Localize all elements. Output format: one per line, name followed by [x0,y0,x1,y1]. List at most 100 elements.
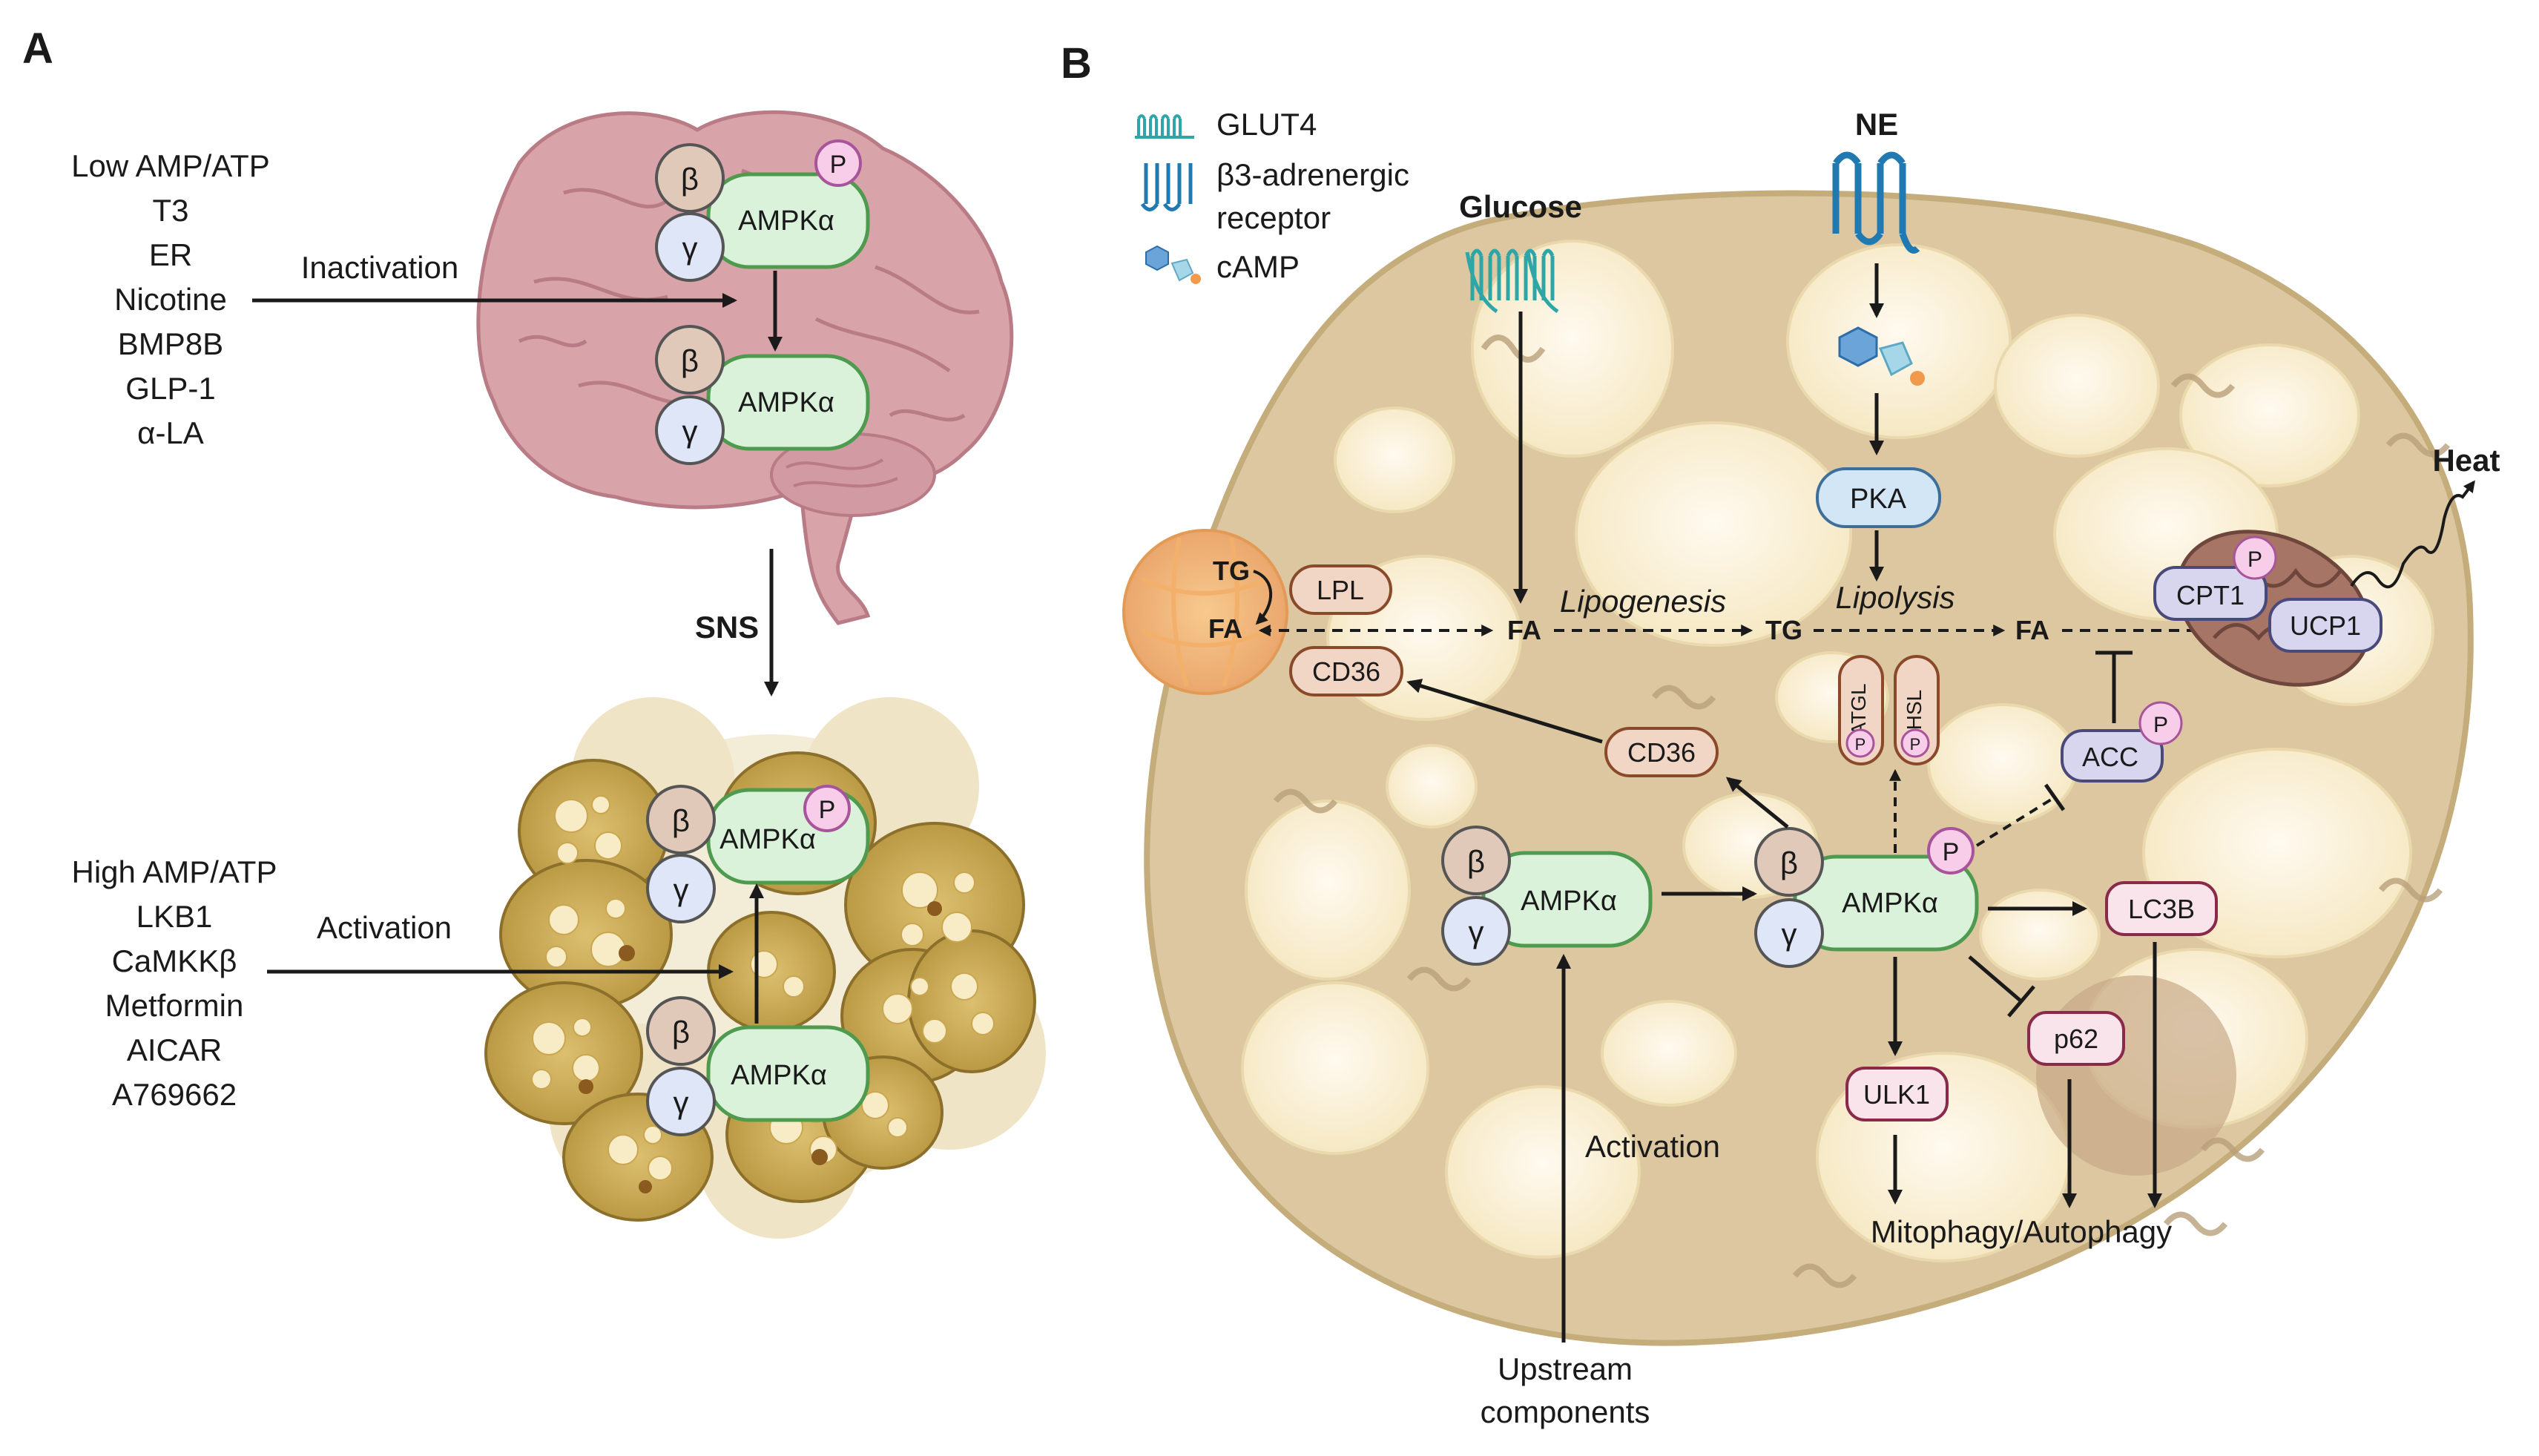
tg-label: TG [1765,615,1802,645]
ampk-alpha-label: AMPKα [738,387,834,418]
gamma-label: γ [674,1085,689,1120]
activator-item: High AMP/ATP [72,854,277,889]
panel-a-label: A [22,24,53,73]
ne-label: NE [1855,107,1898,142]
phospho-label: P [1943,838,1960,866]
brown-adipose-cluster-icon [484,697,1046,1239]
beta-label: β [1467,844,1485,879]
beta3-adrenergic-receptor-icon [1832,151,1920,254]
ampk-to-cd36-arrow [1725,777,1789,829]
fa-label: FA [1507,615,1541,645]
ampk-alpha-label: AMPKα [1842,888,1938,919]
acc-label: ACC [2082,742,2138,772]
cd36-label: CD36 [1312,656,1380,687]
cd36-translocation-arrow [1406,679,1603,744]
adipose-ampk-inactive: β γ AMPKα [646,996,870,1136]
lipoprotein-vesicle-icon [1122,529,1288,695]
activator-item: LKB1 [136,899,213,934]
activator-list: High AMP/ATP LKB1 CaMKKβ Metformin AICAR… [72,854,277,1112]
heat-wave-arrow [2350,480,2475,589]
beta-label: β [681,343,699,378]
ulk1-protein: ULK1 [1845,1067,1949,1121]
lc3b-label: LC3B [2128,894,2195,924]
adipose-ampk-active: β γ P AMPKα [646,785,870,923]
lpl-protein: LPL [1289,564,1392,615]
pka-protein: PKA [1816,467,1941,528]
ampk-alpha-label: AMPKα [719,824,816,855]
inhibitor-item: α-LA [137,415,204,450]
beta-label: β [672,803,690,838]
pka-label: PKA [1850,484,1907,515]
beta3-receptor-icon [1140,163,1193,211]
cell-ampk-active: β γ P AMPKα [1754,827,1979,968]
mitophagy-label: Mitophagy/Autophagy [1871,1214,2172,1249]
legend-camp: cAMP [1216,249,1300,284]
ampk-alpha-label: AMPKα [731,1060,827,1091]
lipolysis-label: Lipolysis [1835,580,1955,615]
tg-to-fa-arrow [1253,570,1273,625]
tg-label: TG [1213,556,1250,586]
legend: GLUT4 β3-adrenergic receptor cAMP [1135,107,1409,284]
gamma-label: γ [682,414,698,449]
inhibitor-list: Low AMP/ATP T3 ER Nicotine BMP8B GLP-1 α… [71,148,270,450]
gamma-label: γ [1782,917,1797,952]
ampk-alpha-label: AMPKα [738,205,834,237]
acc-inhibition-bar [2044,783,2066,811]
cd36-membrane-protein: CD36 [1289,646,1403,696]
activator-item: A769662 [112,1077,237,1112]
acc-protein: ACC P [2061,701,2183,783]
glut4-icon [1135,114,1194,139]
panel-b-label: B [1061,39,1092,88]
brain-ampk-inactive: β γ AMPKα [655,325,870,465]
phospho-label: P [819,796,836,824]
cd36-label: CD36 [1627,737,1696,768]
legend-b3-line2: receptor [1216,200,1331,235]
inhibitor-item: ER [149,237,192,272]
phospho-label: P [1910,735,1921,754]
ucp1-label: UCP1 [2290,610,2361,641]
cpt1-label: CPT1 [2176,580,2245,610]
upstream-label-line1: Upstream [1498,1351,1633,1386]
brain-ampk-active: β γ P AMPKα [655,139,870,282]
gamma-label: γ [682,231,698,266]
inhibitor-item: GLP-1 [125,371,215,406]
upstream-label-line2: components [1481,1394,1650,1429]
gamma-label: γ [1469,915,1484,949]
inhibitor-item: Nicotine [114,282,227,317]
cell-ampk-inactive: β γ AMPKα [1441,826,1653,966]
phospho-label: P [1855,735,1866,754]
inhibitor-item: Low AMP/ATP [71,148,270,183]
ulk1-label: ULK1 [1863,1079,1930,1110]
p62-inhibition-bar [2007,985,2035,1018]
p62-label: p62 [2054,1024,2098,1054]
mitochondria-background [1273,335,2451,1288]
beta-label: β [1780,846,1798,880]
fa-label: FA [2015,615,2049,645]
activation-label: Activation [1585,1129,1720,1164]
p62-protein: p62 [2027,1011,2125,1066]
inactivation-label: Inactivation [301,250,458,285]
cd36-internal-protein: CD36 [1604,727,1719,777]
atgl-protein: ATGL P [1838,655,1884,765]
ucp1-protein: UCP1 [2268,598,2382,653]
cpt1-protein: CPT1 P [2153,536,2277,621]
activator-item: AICAR [127,1032,222,1067]
hsl-protein: HSL P [1894,655,1940,765]
camp-molecule-icon [1838,326,1925,386]
fa-label: FA [1208,613,1242,644]
activator-item: CaMKKβ [112,943,237,978]
ampk-inhibits-p62-line [1968,955,2023,1003]
phospho-label: P [2247,547,2262,572]
activator-item: Metformin [105,988,244,1023]
sns-label: SNS [695,610,759,645]
inhibitor-item: BMP8B [118,326,223,361]
inhibitor-item: T3 [152,193,188,228]
legend-glut4: GLUT4 [1216,107,1317,142]
hsl-label: HSL [1903,690,1926,730]
phospho-label: P [830,151,847,179]
lc3b-protein: LC3B [2105,881,2218,936]
glucose-label: Glucose [1459,189,1582,224]
beta-label: β [681,162,699,197]
atgl-label: ATGL [1847,683,1870,736]
